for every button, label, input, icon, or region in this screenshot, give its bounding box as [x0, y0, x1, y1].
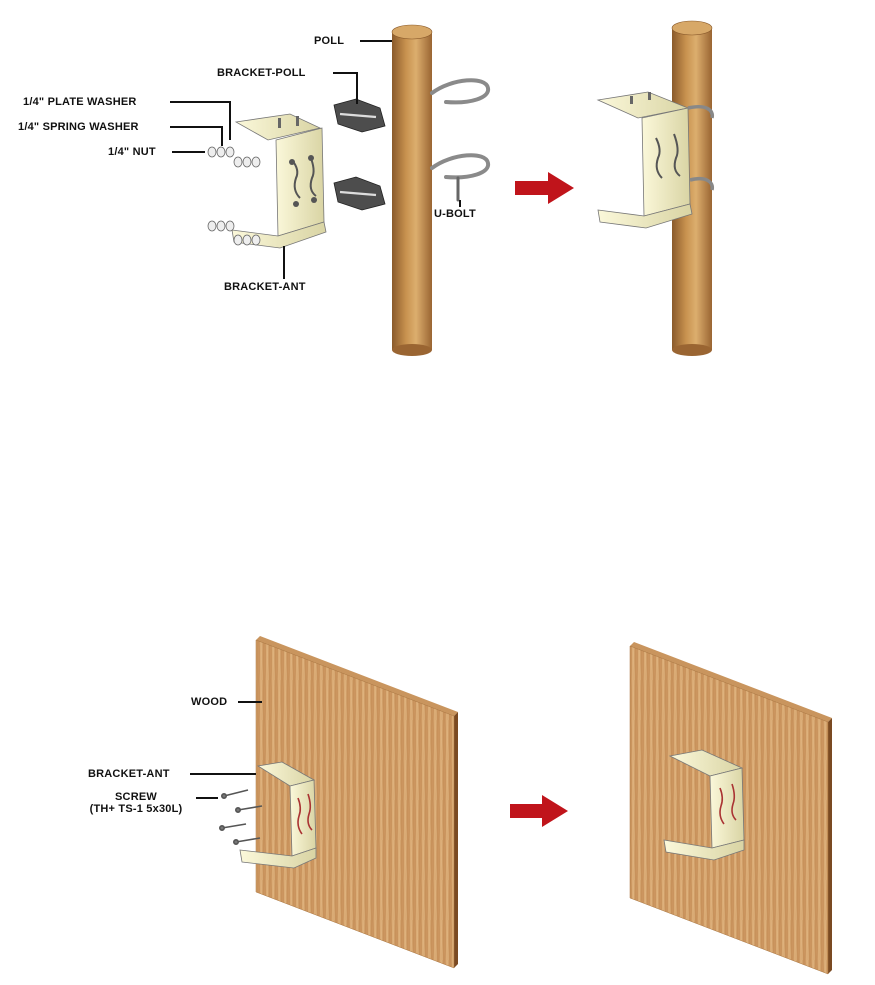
arrow-right-top: [515, 172, 574, 204]
label-screw: SCREW (TH+ TS-1 5x30L): [76, 791, 196, 815]
label-bracket-poll: BRACKET-POLL: [217, 67, 306, 79]
label-spring-washer: 1/4" SPRING WASHER: [18, 121, 139, 133]
bracket-poll-parts: [334, 99, 385, 210]
label-plate-washer: 1/4" PLATE WASHER: [23, 96, 137, 108]
arrow-right-bottom: [510, 795, 568, 827]
label-wood: WOOD: [191, 696, 227, 708]
label-bracket-ant-pole: BRACKET-ANT: [224, 281, 306, 293]
label-u-bolt: U-BOLT: [434, 208, 476, 220]
screws: [220, 790, 262, 844]
bracket-ant-exploded: [232, 114, 326, 248]
label-poll: POLL: [314, 35, 344, 47]
label-bracket-ant-wall: BRACKET-ANT: [88, 768, 170, 780]
label-nut: 1/4" NUT: [108, 146, 156, 158]
label-screw-line1: SCREW: [76, 791, 196, 803]
u-bolts: [432, 80, 488, 200]
label-screw-line2: (TH+ TS-1 5x30L): [76, 803, 196, 815]
pole-left: [392, 25, 432, 356]
wood-board-left: [256, 636, 458, 968]
leader-lines-bottom: [190, 702, 262, 798]
